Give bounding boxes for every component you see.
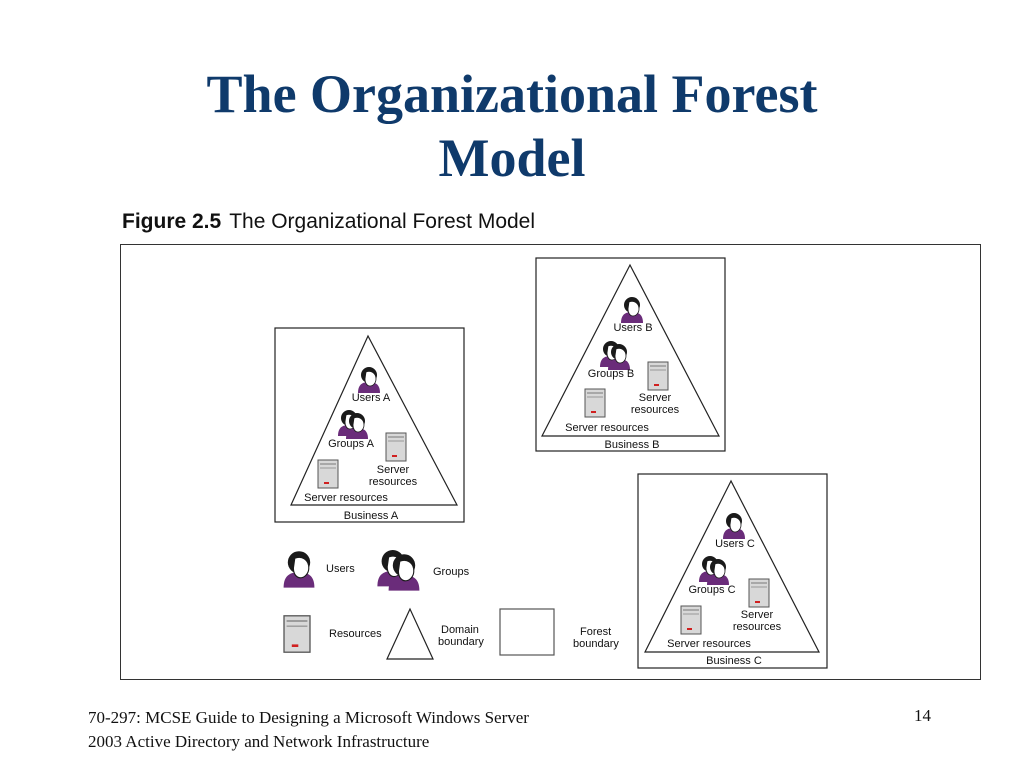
users-c-icon [722, 512, 746, 540]
legend-users-label: Users [326, 563, 355, 575]
server-b-resources-label: Server resources [565, 422, 649, 434]
groups-b-label: Groups B [588, 368, 634, 380]
server-b1-icon [584, 388, 606, 418]
legend-groups-label: Groups [433, 566, 470, 578]
users-a-icon [357, 366, 381, 394]
server-a2-label-1: Server [377, 464, 410, 476]
groups-a-icon [338, 410, 368, 439]
legend: Users Groups Resources Domain boundary F… [283, 550, 619, 660]
page-number: 14 [914, 706, 931, 725]
title-line-1: The Organizational Forest [206, 64, 818, 124]
footer-line-1: 70-297: MCSE Guide to Designing a Micros… [88, 708, 529, 727]
users-c-label: Users C [715, 538, 755, 550]
legend-users-icon [283, 550, 315, 589]
legend-resources-label: Resources [329, 628, 382, 640]
server-c-resources-label: Server resources [667, 638, 751, 650]
legend-domain-triangle [386, 607, 434, 660]
server-b2-label-1: Server [639, 392, 672, 404]
groups-c-label: Groups C [688, 584, 735, 596]
legend-resources-icon [283, 615, 311, 653]
groups-a-label: Groups A [328, 438, 375, 450]
server-b2-icon [647, 361, 669, 391]
server-c2-label-1: Server [741, 609, 774, 621]
forest-c: Users C Groups C Server resources Server… [637, 473, 828, 669]
domain-c-triangle [644, 479, 820, 653]
legend-forest-label-2: boundary [573, 638, 619, 650]
groups-b-icon [600, 341, 630, 370]
server-c2-label-2: resources [733, 621, 782, 633]
figure-caption: Figure 2.5 The Organizational Forest Mode… [122, 210, 535, 234]
forest-a: Users A Groups A Server resources Server… [274, 327, 465, 523]
business-c-label: Business C [706, 655, 762, 667]
forest-a-boundary [274, 327, 465, 523]
legend-domain-label-1: Domain [441, 624, 479, 636]
server-a-resources-label: Server resources [304, 492, 388, 504]
figure-number: Figure 2.5 [122, 210, 222, 233]
server-b2-label-2: resources [631, 404, 680, 416]
business-b-label: Business B [604, 439, 659, 451]
footer-course-title: 70-297: MCSE Guide to Designing a Micros… [88, 706, 529, 754]
business-a-label: Business A [344, 510, 399, 522]
legend-domain-label-2: boundary [438, 636, 484, 648]
figure-frame: Users A Groups A Server resources Server… [120, 244, 981, 680]
server-a2-icon [385, 432, 407, 462]
forest-diagram: Users A Groups A Server resources Server… [274, 257, 828, 669]
users-b-label: Users B [613, 322, 652, 334]
forest-b-boundary [535, 257, 726, 452]
domain-a-triangle [290, 334, 458, 506]
figure-caption-text: The Organizational Forest Model [229, 210, 536, 233]
users-b-icon [620, 296, 644, 324]
footer-line-2: 2003 Active Directory and Network Infras… [88, 732, 430, 751]
users-a-label: Users A [352, 392, 391, 404]
title-line-2: Model [438, 128, 586, 188]
server-a1-icon [317, 459, 339, 489]
server-c1-icon [680, 605, 702, 635]
legend-groups-icon [377, 550, 419, 591]
server-a2-label-2: resources [369, 476, 418, 488]
groups-c-icon [699, 556, 729, 585]
domain-b-triangle [541, 263, 720, 437]
legend-forest-box [499, 608, 555, 656]
forest-c-boundary [637, 473, 828, 669]
server-c2-icon [748, 578, 770, 608]
slide-title: The Organizational Forest Model [0, 62, 1024, 190]
legend-forest-label-1: Forest [580, 626, 611, 638]
forest-b: Users B Groups B Server resources Server… [535, 257, 726, 452]
